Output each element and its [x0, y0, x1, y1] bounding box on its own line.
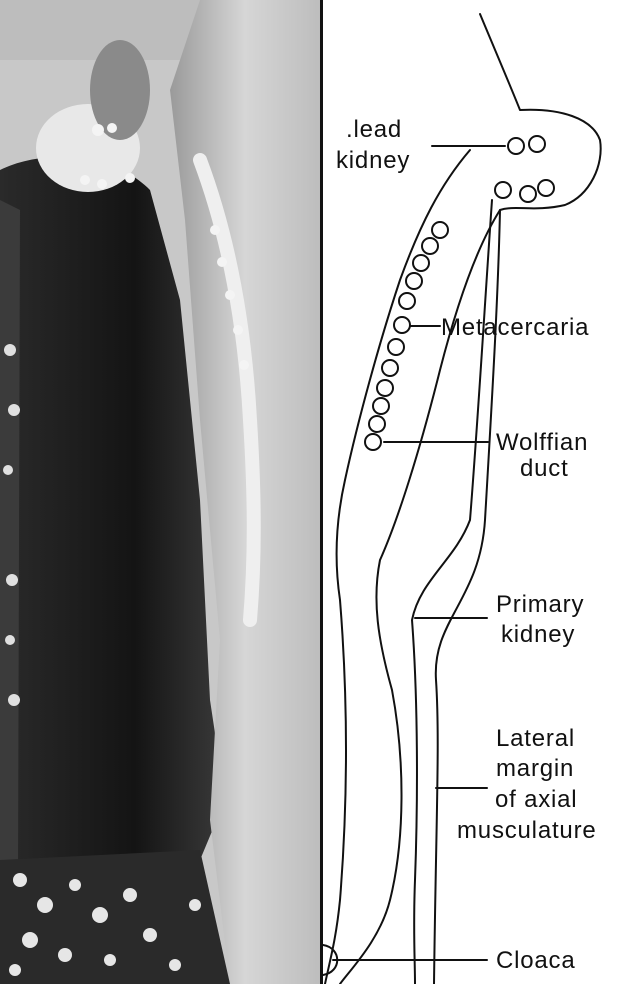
- label-primary-2: kidney: [501, 621, 575, 648]
- label-cloaca: Cloaca: [496, 947, 576, 974]
- specimen-photograph: [0, 0, 320, 984]
- label-head-kidney-1: .lead: [346, 116, 402, 143]
- label-head-kidney-2: kidney: [336, 147, 410, 174]
- label-lateral-4: musculature: [457, 817, 597, 844]
- label-primary-1: Primary: [496, 591, 584, 618]
- label-lateral-1: Lateral: [496, 725, 575, 752]
- label-metacercaria: Metacercaria: [441, 314, 589, 341]
- label-lateral-3: of axial: [495, 786, 577, 813]
- label-wolffian-1: Wolffian: [496, 429, 588, 456]
- label-wolffian-2: duct: [520, 455, 569, 482]
- anatomy-diagram: .lead kidney Metacercaria Wolffian duct …: [323, 0, 637, 984]
- label-lateral-2: margin: [496, 755, 574, 782]
